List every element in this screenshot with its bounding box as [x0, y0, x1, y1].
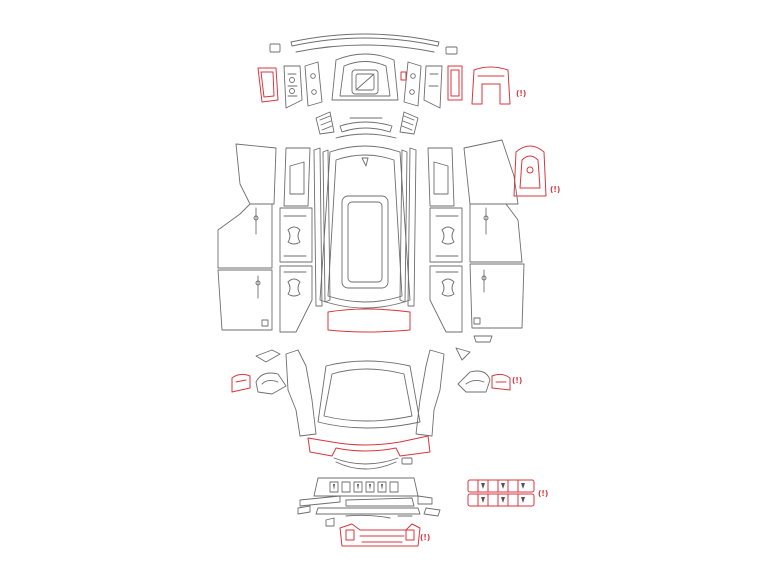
small-clip-right: [445, 46, 458, 55]
hood-panel: [319, 145, 411, 309]
optional-console-panel: [471, 66, 511, 105]
left-front-door-panel: [217, 203, 273, 269]
right-front-fender: [415, 347, 471, 437]
left-rear-door-panel: [217, 269, 273, 331]
dash-vent-center-left: [304, 61, 323, 107]
small-bumper-pieces: [325, 514, 413, 527]
optional-hood-edge-strip: [327, 308, 411, 333]
left-door-handle-cup-front: [279, 207, 313, 263]
left-front-fender: [285, 349, 317, 437]
right-window-trim-upper: [427, 147, 455, 207]
right-front-door-panel: [469, 203, 523, 263]
right-door-handle-cup-front: [429, 207, 463, 263]
right-mirror-cap-optional: [491, 373, 511, 391]
left-trim-clip: [255, 349, 281, 363]
front-bumper-upper: [317, 360, 421, 429]
optional-front-bumper-lower: [307, 435, 431, 457]
left-front-fender-panel: [235, 143, 277, 205]
right-front-fender-panel: [463, 139, 519, 205]
optional-lower-valance: [339, 523, 421, 547]
right-door-handle-cup-rear: [429, 265, 463, 333]
dash-vent-left: [283, 65, 303, 109]
optional-marker-4: (!): [538, 489, 548, 498]
optional-side-panel: [513, 145, 547, 197]
optional-marker-5: (!): [420, 533, 430, 542]
optional-bumper-insert-row-1: [467, 479, 535, 493]
optional-marker-1: (!): [516, 89, 526, 98]
right-mirror-clip: [473, 335, 493, 343]
dash-vent-right: [423, 65, 443, 109]
steering-console-trim: [331, 53, 399, 101]
optional-bumper-insert-row-2: [467, 493, 535, 507]
optional-panel-top-left: [257, 67, 279, 103]
optional-marker-2: (!): [550, 185, 560, 194]
front-bumper-lower-strips: [297, 495, 441, 517]
optional-panel-top-right-small: [447, 65, 463, 101]
left-mirror-cap-optional: [231, 373, 251, 393]
right-a-pillar-strips: [399, 147, 417, 307]
dash-vent-center-right: [400, 61, 422, 107]
small-clip-left: [269, 43, 281, 53]
lower-dash-strips: [315, 111, 419, 139]
front-grille-insert: [313, 477, 419, 497]
front-grille-lower-lip: [333, 457, 413, 470]
left-door-handle-cup-rear: [279, 265, 313, 333]
right-mirror-cover: [457, 370, 491, 393]
optional-marker-3: (!): [512, 376, 522, 385]
left-mirror-cover: [255, 372, 287, 395]
roof-trim-strip: [290, 33, 440, 53]
left-a-pillar-strips: [313, 147, 331, 307]
right-rear-door-panel: [469, 263, 525, 329]
left-window-trim-upper: [283, 147, 311, 207]
